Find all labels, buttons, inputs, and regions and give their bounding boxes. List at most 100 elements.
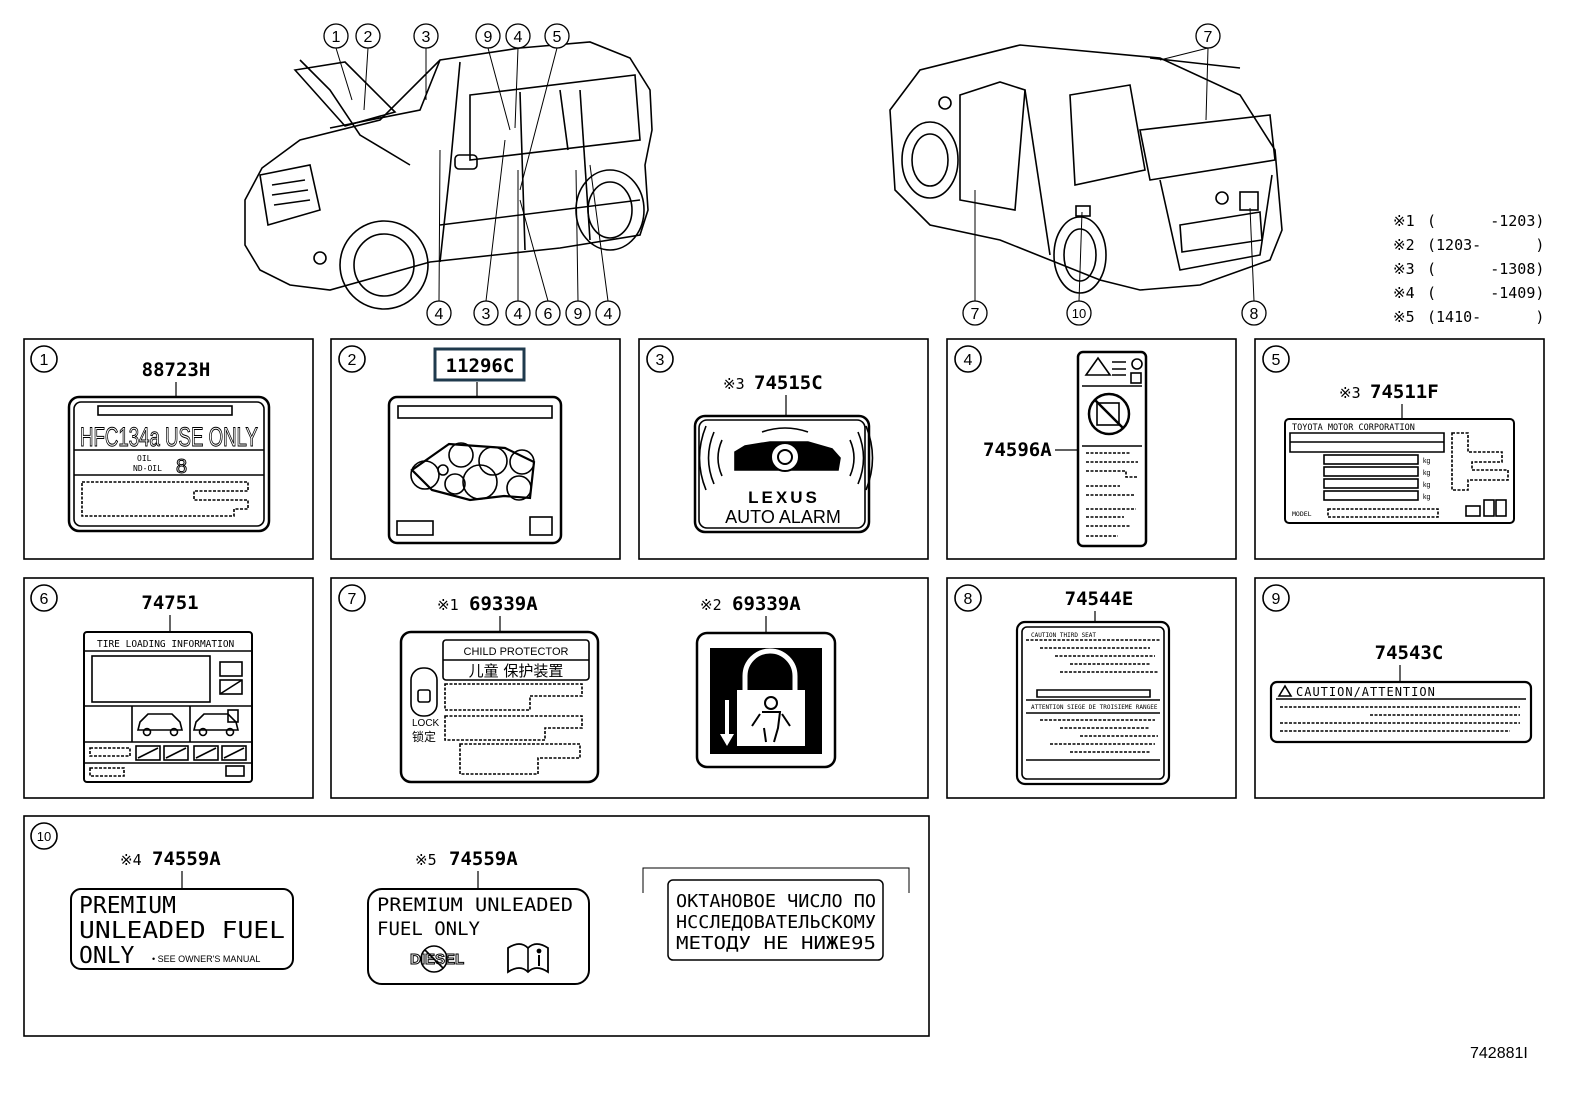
part-number: 69339A: [732, 593, 801, 615]
front-leader-lines: [335, 47, 609, 302]
part-number: 69339A: [469, 593, 538, 615]
no-diesel-text: DIESEL: [410, 951, 464, 968]
manual-book-icon: [507, 943, 549, 974]
highlight-box: [433, 347, 526, 382]
legend-mark: ※2: [1393, 236, 1415, 254]
callout-4: 4: [514, 29, 523, 46]
part-number: 88723H: [142, 359, 211, 381]
unit-label: kg: [1423, 470, 1431, 477]
no-diesel-icon: [420, 945, 448, 973]
callout-6: 6: [544, 306, 553, 323]
panel-9[interactable]: 9 74543C CAUTION/ATTENTION: [1254, 577, 1545, 799]
variant-mark: ※2: [700, 596, 722, 614]
manual-note: • SEE OWNER'S MANUAL: [152, 954, 260, 964]
part-number: 74543C: [1375, 642, 1444, 664]
legend-mark: ※3: [1393, 260, 1415, 278]
panel-number: 10: [37, 829, 51, 844]
unit-label: kg: [1423, 494, 1431, 501]
part-number: 74751: [141, 592, 198, 614]
lock-label-cn: 锁定: [412, 729, 436, 744]
legend-range: (1203- ): [1427, 236, 1544, 254]
callout-4: 4: [604, 306, 613, 323]
panel-8[interactable]: 8 74544E CAUTION THIRD SEAT ATTENTION SI…: [946, 577, 1237, 799]
fuel-label-line: FUEL ONLY: [377, 918, 481, 940]
oil-grade: 8: [176, 456, 187, 478]
legend-range: (1410- ): [1427, 308, 1544, 326]
panel-number: 3: [656, 352, 665, 369]
caution-line: CAUTION THIRD SEAT: [1031, 632, 1096, 639]
panel-7[interactable]: 7 ※1 69339A CHILD PROTECTOR 儿童 保护装置 LOCK…: [330, 577, 929, 799]
part-number: 74559A: [449, 848, 518, 870]
callout-2: 2: [364, 29, 373, 46]
callout-7: 7: [1204, 29, 1213, 46]
panel-3[interactable]: 3 ※3 74515C LEXUS AUTO ALARM: [638, 338, 929, 560]
fuel-label-line: PREMIUM UNLEADED: [377, 894, 573, 916]
rear-leader-lines: [974, 47, 1255, 302]
car-alarm-icon: [698, 425, 874, 491]
child-protector-cn: 儿童 保护装置: [469, 662, 564, 680]
part-number: 74511F: [1370, 381, 1439, 403]
panel-number: 5: [1272, 352, 1281, 369]
oil-label: OIL: [137, 454, 152, 463]
panel-2[interactable]: 2 11296C: [330, 338, 621, 560]
callout-8: 8: [1250, 306, 1259, 323]
panel-number: 2: [348, 352, 357, 369]
unit-label: kg: [1423, 458, 1431, 465]
belt-routing-diagram: [410, 442, 536, 502]
callout-9: 9: [484, 29, 493, 46]
rear-vehicle-illustration: [889, 44, 1283, 294]
lock-switch-icon: [410, 667, 438, 717]
panel-1[interactable]: 1 88723H HFC134a USE ONLY OIL ND-OIL 8: [23, 338, 314, 560]
octane-label-line: МЕТОДУ НЕ НИЖЕ95: [676, 933, 876, 954]
fuel-label-line: PREMIUM: [79, 893, 176, 919]
child-lock-icon: [710, 648, 822, 754]
maker-header: TOYOTA MOTOR CORPORATION: [1292, 423, 1415, 433]
unit-label: kg: [1423, 482, 1431, 489]
part-number: 11296C: [446, 355, 515, 377]
panel-number: 9: [1272, 591, 1281, 608]
figure-id: 742881I: [1470, 1045, 1528, 1062]
warning-icon: [1277, 684, 1293, 697]
callout-10: 10: [1072, 306, 1086, 321]
child-protector-en: CHILD PROTECTOR: [464, 646, 569, 658]
part-number: 74559A: [152, 848, 221, 870]
attention-line: ATTENTION SIEGE DE TROISIEME RANGEE: [1031, 704, 1158, 711]
callout-9: 9: [574, 306, 583, 323]
fuel-label-line: UNLEADED FUEL: [79, 918, 285, 944]
panel-4[interactable]: 4 74596A: [946, 338, 1237, 560]
front-callouts: 1 2 3 9 4 5 4 3 4 6 9 4: [323, 23, 621, 326]
octane-label-line: ОКТАНОВОЕ ЧИСЛО ПО: [676, 891, 876, 912]
callout-3: 3: [482, 306, 491, 323]
callout-3: 3: [422, 29, 431, 46]
legend: ※1 ( -1203) ※2 (1203- ) ※3 ( -1308) ※4 (…: [1393, 212, 1544, 326]
panel-5[interactable]: 5 ※3 74511F TOYOTA MOTOR CORPORATION kg …: [1254, 338, 1545, 560]
part-number: 74544E: [1065, 588, 1134, 610]
legend-mark: ※5: [1393, 308, 1415, 326]
lock-label-en: LOCK: [412, 718, 440, 729]
variant-mark: ※3: [1339, 384, 1361, 402]
panel-number: 7: [348, 591, 357, 608]
callout-1: 1: [332, 29, 341, 46]
alarm-caption: AUTO ALARM: [725, 507, 841, 527]
variant-mark: ※4: [120, 851, 142, 869]
part-number: 74515C: [754, 372, 823, 394]
panel-10[interactable]: 10 ※4 74559A PREMIUM UNLEADED FUEL ONLY …: [23, 815, 930, 1037]
part-number: 74596A: [983, 439, 1052, 461]
panel-6[interactable]: 6 74751 TIRE LOADING INFORMATION: [23, 577, 314, 799]
panel-number: 1: [40, 352, 49, 369]
callout-5: 5: [553, 29, 562, 46]
legend-mark: ※4: [1393, 284, 1415, 302]
brand-logo-text: LEXUS: [748, 488, 820, 507]
octane-label-line: НССЛЕДОВАТЕЛЬСКОМУ: [676, 912, 876, 933]
callout-4: 4: [514, 306, 523, 323]
panel-number: 4: [964, 352, 973, 369]
variant-mark: ※1: [437, 596, 459, 614]
callout-4: 4: [435, 306, 444, 323]
legend-range: ( -1409): [1427, 284, 1544, 302]
label-hfc-text: HFC134a USE ONLY: [80, 422, 258, 452]
callout-7: 7: [971, 306, 980, 323]
panel-number: 6: [40, 591, 49, 608]
variant-mark: ※5: [415, 851, 437, 869]
legend-range: ( -1308): [1427, 260, 1544, 278]
